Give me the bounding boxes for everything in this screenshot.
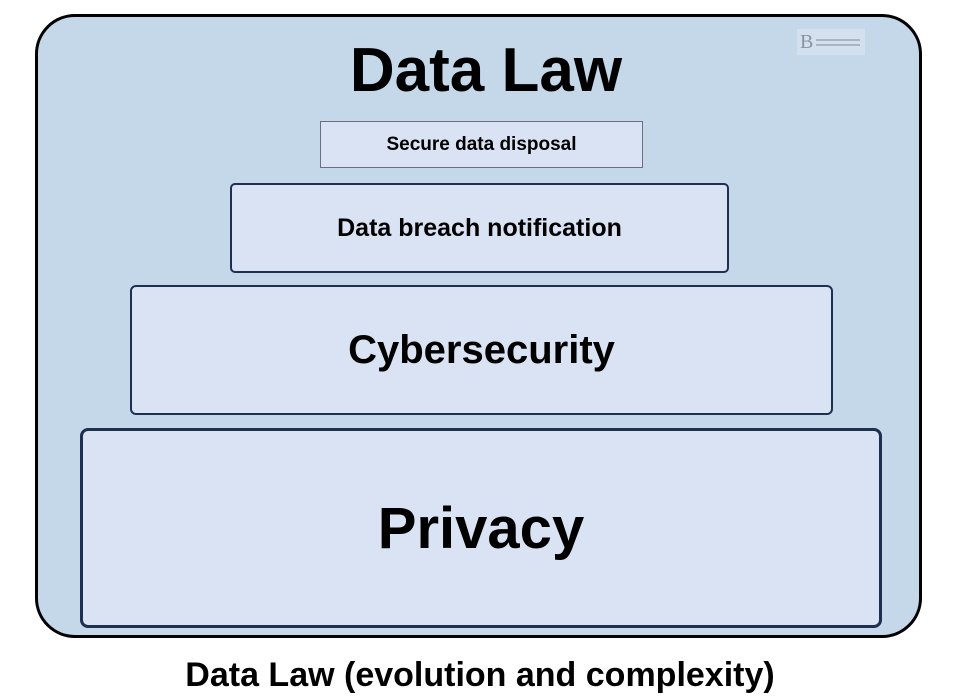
logo-mark: B (800, 30, 814, 53)
layer-privacy: Privacy (80, 428, 882, 628)
diagram-title: Data Law (349, 36, 623, 105)
layer-cybersecurity: Cybersecurity (130, 285, 833, 415)
layer-data-breach-notification: Data breach notification (230, 183, 729, 273)
bender-logo: B (797, 29, 865, 55)
logo-text-lines (816, 38, 861, 46)
diagram-caption: Data Law (evolution and complexity) (185, 656, 775, 694)
layer-secure-data-disposal: Secure data disposal (320, 121, 643, 168)
